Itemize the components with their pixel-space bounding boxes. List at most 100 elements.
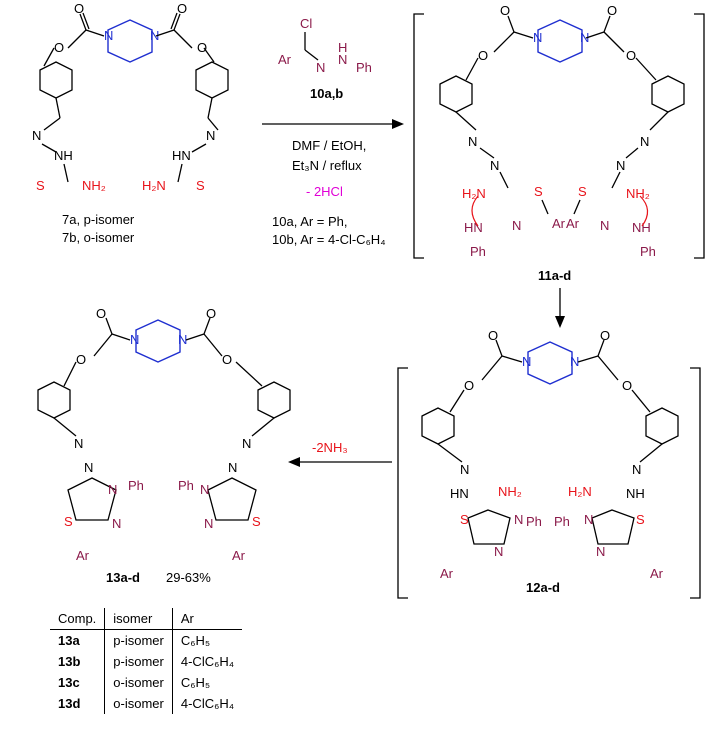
atom-H2N: H₂N: [568, 484, 592, 499]
atom-Ph: Ph: [526, 514, 542, 529]
atom-N: N: [200, 482, 209, 497]
thiadiazoline-ring: [591, 509, 635, 545]
cell-isomer: o-isomer: [104, 672, 173, 693]
cell-comp: 13a: [50, 629, 106, 651]
piperazine-ring: [527, 341, 573, 385]
atom-N: N: [580, 30, 589, 45]
atom-Ar: Ar: [552, 216, 566, 231]
atom-Ar: Ar: [440, 566, 454, 581]
curved-arrow: [639, 195, 649, 227]
atom-Ph: Ph: [470, 244, 486, 259]
atom-N: N: [130, 332, 139, 347]
arrowhead-2: [555, 316, 565, 328]
atom-N: N: [108, 482, 117, 497]
cell-ar: C₆H₅: [180, 633, 211, 648]
curved-arrow: [471, 195, 479, 227]
atom-HN: HN: [172, 148, 191, 163]
atom-Ph: Ph: [178, 478, 194, 493]
atom-O: O: [622, 378, 632, 393]
atom-S: S: [534, 184, 543, 199]
atom-O: O: [626, 48, 636, 63]
atom-O: O: [478, 48, 488, 63]
thiadiazole-ring: [67, 477, 117, 521]
atom-S: S: [196, 178, 205, 193]
atom-O: O: [206, 306, 216, 321]
col-header-ar: Ar: [172, 608, 243, 630]
intermediate-11: N N O O O O N N N N H₂N S S NH₂ Ar Ar N: [413, 3, 705, 283]
atom-O: O: [600, 328, 610, 343]
col-header-comp: Comp.: [50, 608, 106, 630]
reagent-label: 10a,b: [310, 86, 343, 101]
atom-S: S: [252, 514, 261, 529]
yield-range: 29-63%: [166, 570, 211, 585]
piperazine-ring: [135, 319, 181, 363]
atom-N: N: [84, 460, 93, 475]
atom-O: O: [74, 1, 84, 16]
bracket-right: [694, 13, 705, 259]
atom-O: O: [464, 378, 474, 393]
eliminated-hcl: - 2HCl: [306, 184, 343, 199]
label-7b: 7b, o-isomer: [62, 230, 135, 245]
benzene-ring: [195, 61, 229, 99]
atom-N: N: [512, 218, 521, 233]
atom-N: N: [596, 544, 605, 559]
atom-O: O: [76, 352, 86, 367]
cell-comp: 13c: [50, 672, 106, 693]
table-header-row: Comp. isomer Ar: [50, 608, 243, 630]
label-12: 12a-d: [526, 580, 560, 595]
atom-N: N: [242, 436, 251, 451]
cell-comp: 13b: [50, 651, 106, 672]
atom-Ph: Ph: [128, 478, 144, 493]
atom-H: H: [338, 40, 347, 55]
atom-S: S: [636, 512, 645, 527]
bracket-left: [413, 13, 424, 259]
atom-Ph: Ph: [640, 244, 656, 259]
atom-O: O: [54, 40, 64, 55]
label-7a: 7a, p-isomer: [62, 212, 135, 227]
atom-N: N: [640, 134, 649, 149]
atom-N: N: [316, 60, 325, 75]
atom-O: O: [488, 328, 498, 343]
atom-Ar: Ar: [566, 216, 580, 231]
atom-N: N: [632, 462, 641, 477]
atom-N: N: [616, 158, 625, 173]
cell-ar: 4-ClC₆H₄: [180, 696, 235, 711]
benzene-ring: [421, 407, 455, 445]
definition-10a: 10a, Ar = Ph,: [272, 214, 348, 229]
atom-N: N: [570, 354, 579, 369]
table-row: 13c o-isomer C₆H₅: [50, 672, 242, 693]
atom-O: O: [222, 352, 232, 367]
atom-NH: NH: [626, 486, 645, 501]
atom-Ar: Ar: [650, 566, 664, 581]
atom-Ar: Ar: [76, 548, 90, 563]
atom-N: N: [206, 128, 215, 143]
atom-N: N: [494, 544, 503, 559]
label-11: 11a-d: [538, 268, 571, 283]
atom-N: N: [32, 128, 41, 143]
atom-H2N: H₂N: [462, 186, 486, 201]
atom-NH: NH: [54, 148, 73, 163]
cell-ar: 4-ClC₆H₄: [180, 654, 235, 669]
cell-isomer: o-isomer: [104, 693, 173, 714]
benzene-ring: [37, 381, 71, 419]
atom-S: S: [36, 178, 45, 193]
benzene-ring: [651, 75, 685, 113]
piperazine-ring: [537, 19, 583, 63]
benzene-ring: [439, 75, 473, 113]
benzene-ring: [257, 381, 291, 419]
atom-N: N: [600, 218, 609, 233]
atom-H2N: H₂N: [142, 178, 166, 193]
atom-NH2: NH₂: [626, 186, 650, 201]
atom-N: N: [468, 134, 477, 149]
atom-O: O: [500, 3, 510, 18]
atom-N: N: [522, 354, 531, 369]
atom-Ar: Ar: [232, 548, 246, 563]
cell-comp: 13d: [50, 693, 106, 714]
cell-ar: C₆H₅: [180, 675, 211, 690]
atom-N: N: [178, 332, 187, 347]
intermediate-12: N N O O O O N N HN NH₂ H₂N NH S N N Ph A…: [397, 328, 701, 599]
table-row: 13b p-isomer 4-ClC₆H₄: [50, 651, 242, 672]
reagent-10: Cl Ar N H N Ph 10a,b: [278, 16, 372, 101]
thiadiazole-ring: [207, 477, 257, 521]
